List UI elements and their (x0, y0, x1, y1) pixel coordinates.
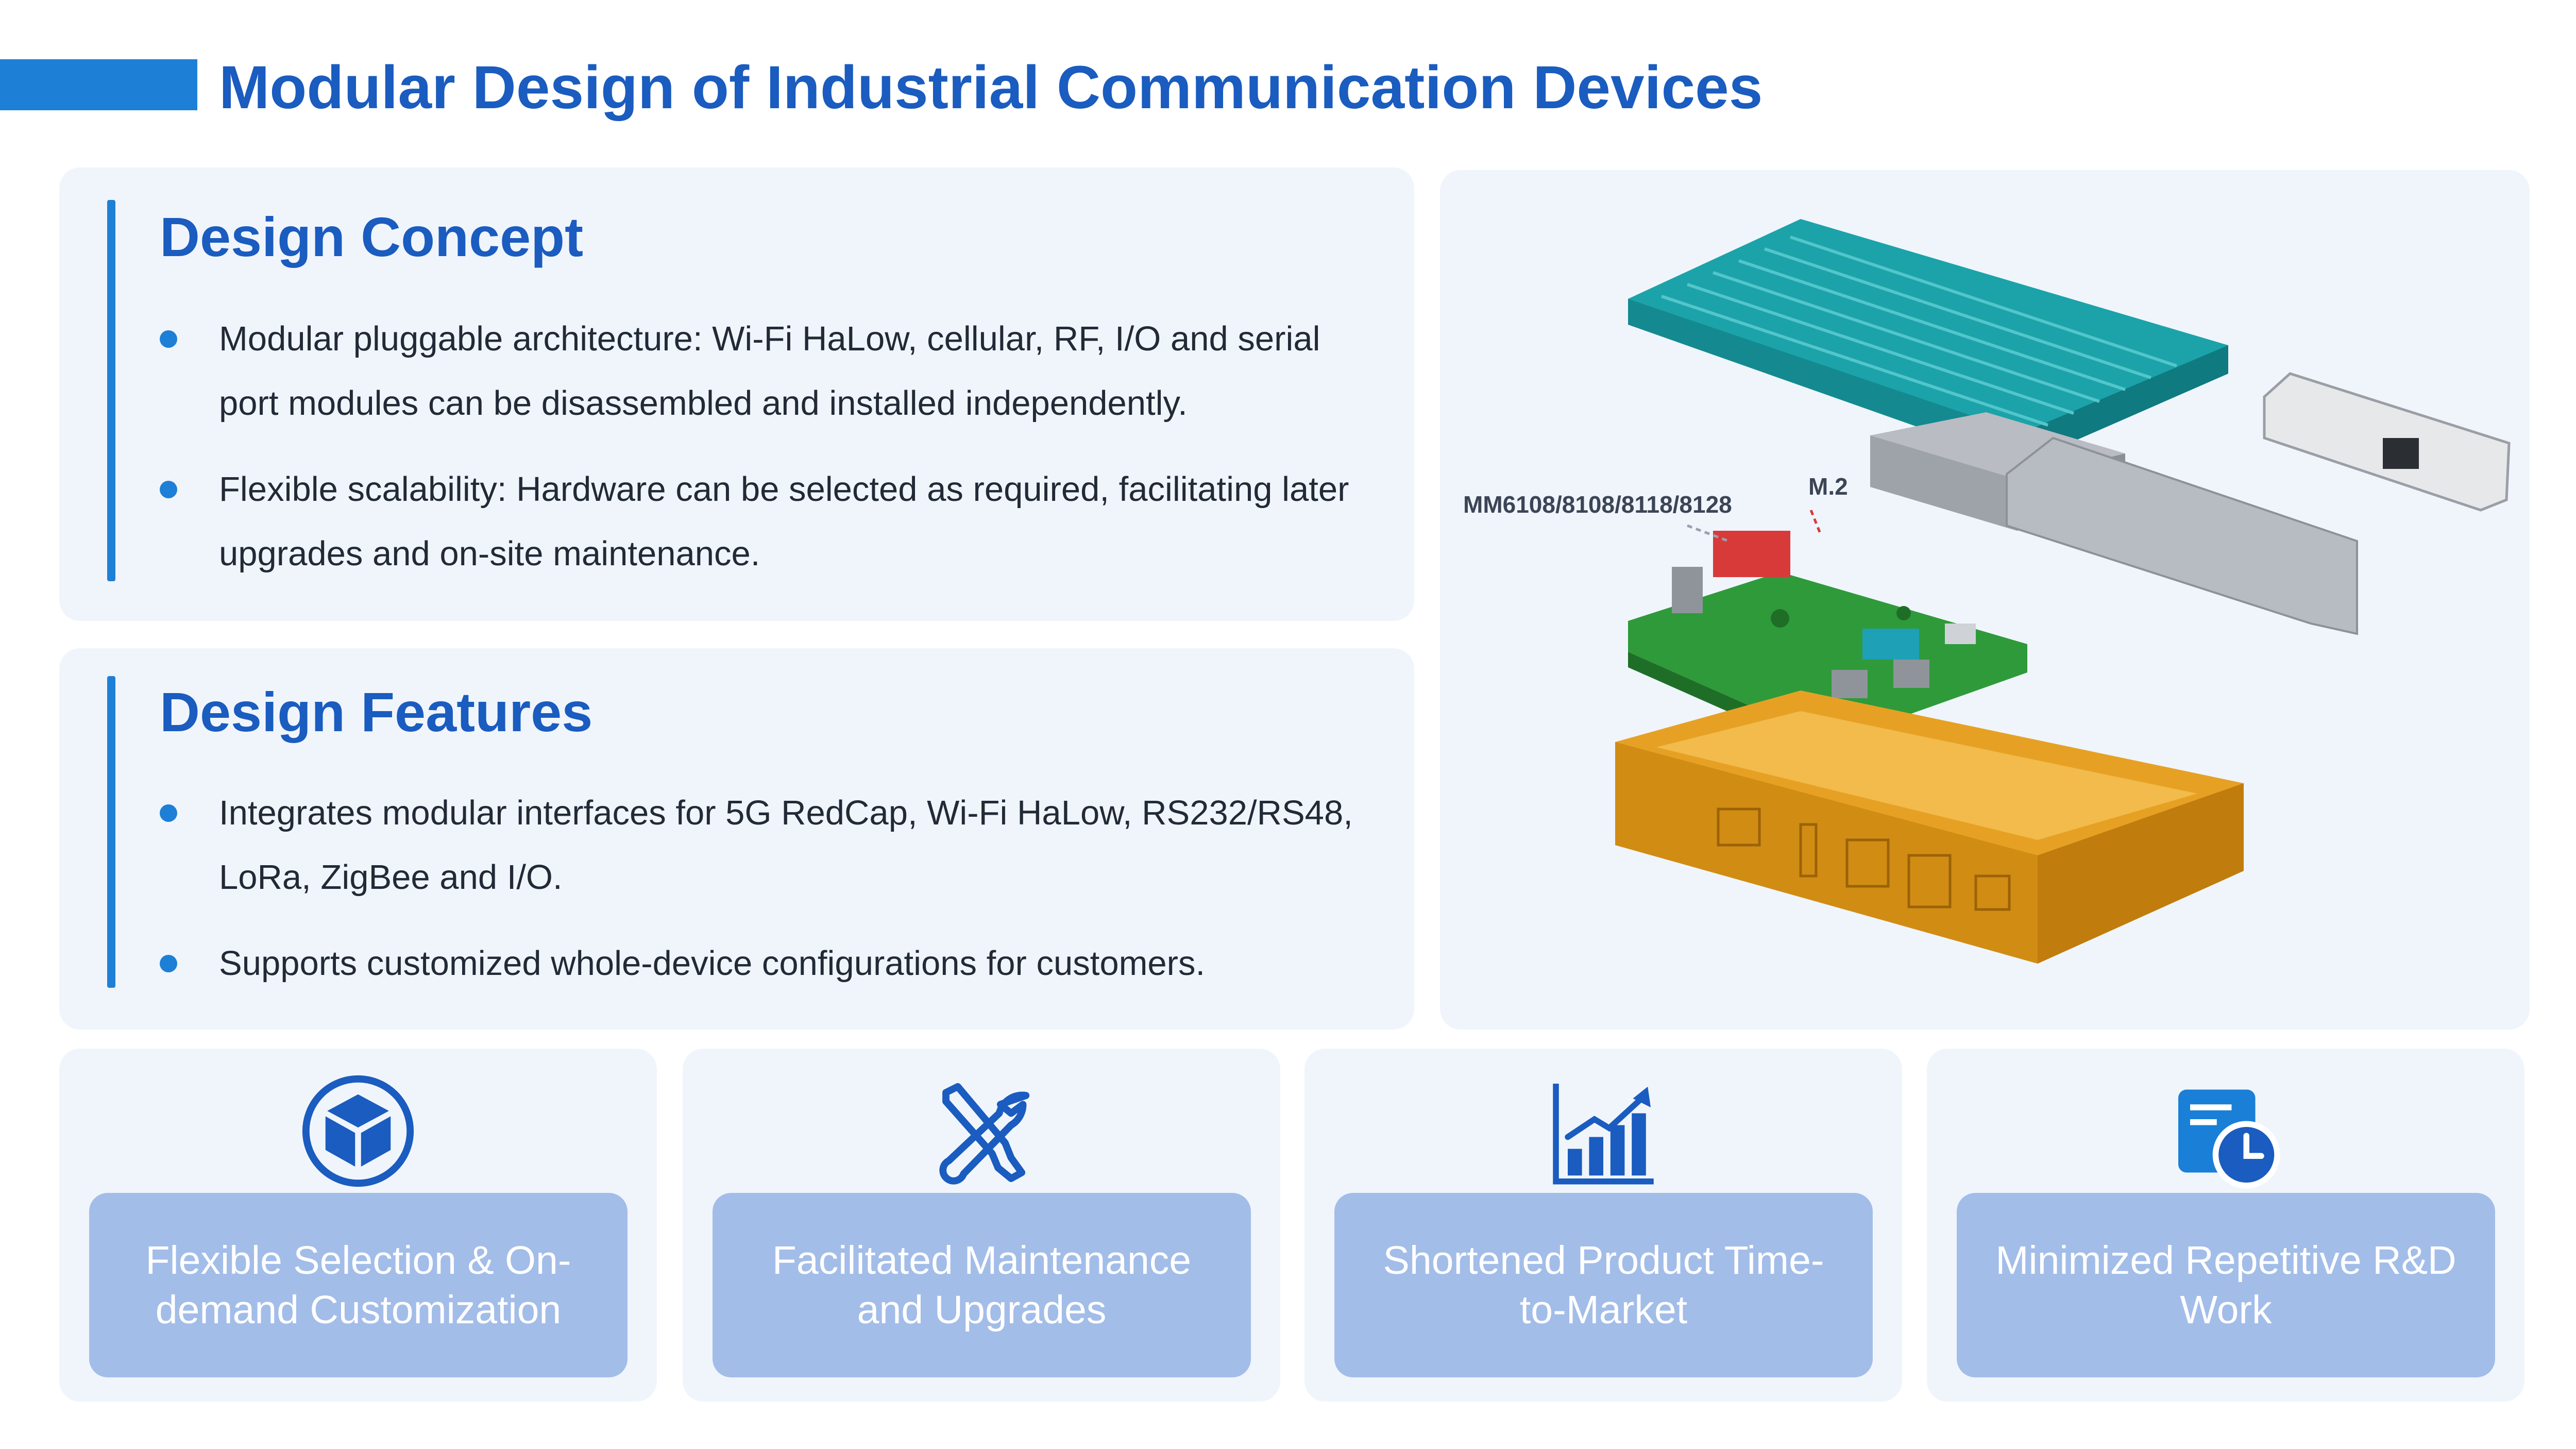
benefit-label: Facilitated Maintenance and Upgrades (713, 1193, 1251, 1377)
bullet-dot (160, 804, 177, 822)
bullet-dot (160, 481, 177, 498)
list-item-text: Integrates modular interfaces for 5G Red… (219, 794, 1353, 897)
wifi-halow-module-icon (1713, 531, 1790, 577)
module-model-label: MM6108/8108/8118/8128 (1463, 491, 1732, 518)
design-concept-accent-bar (107, 200, 115, 581)
benefit-label: Shortened Product Time-to-Market (1334, 1193, 1873, 1377)
list-item: Flexible scalability: Hardware can be se… (160, 457, 1376, 586)
design-concept-panel (59, 167, 1414, 621)
benefit-card-flexible-selection: Flexible Selection & On-demand Customiza… (59, 1049, 657, 1402)
module-leader-line (1687, 524, 1729, 543)
design-concept-heading: Design Concept (160, 206, 584, 268)
list-item: Supports customized whole-device configu… (160, 931, 1386, 996)
cube-icon (302, 1075, 414, 1187)
benefit-card-maintenance: Facilitated Maintenance and Upgrades (683, 1049, 1280, 1402)
enclosure-base-icon (1615, 690, 2244, 964)
list-item-text: Supports customized whole-device configu… (219, 944, 1206, 983)
bullet-dot (160, 955, 177, 972)
design-features-panel (59, 648, 1414, 1030)
m2-slot-label: M.2 (1808, 473, 1848, 500)
design-features-accent-bar (107, 676, 115, 988)
design-features-heading: Design Features (160, 681, 593, 743)
heatsink-icon (1628, 219, 2228, 464)
exploded-device-illustration: MM6108/8108/8118/8128 M.2 (1463, 219, 2511, 964)
mounting-plate-icon (2006, 436, 2358, 635)
list-item: Modular pluggable architecture: Wi-Fi Ha… (160, 307, 1376, 435)
calendar-clock-icon (2178, 1089, 2280, 1189)
list-item-text: Flexible scalability: Hardware can be se… (219, 470, 1349, 573)
benefit-label: Minimized Repetitive R&D Work (1957, 1193, 2495, 1377)
list-item-text: Modular pluggable architecture: Wi-Fi Ha… (219, 319, 1320, 423)
interface-bracket-icon (2263, 372, 2511, 512)
benefit-card-rd-work: Minimized Repetitive R&D Work (1927, 1049, 2524, 1402)
title-accent-bar (0, 59, 197, 110)
design-features-list: Integrates modular interfaces for 5G Red… (160, 781, 1386, 996)
benefit-card-time-to-market: Shortened Product Time-to-Market (1304, 1049, 1902, 1402)
page-title: Modular Design of Industrial Communicati… (219, 54, 1763, 122)
benefit-label: Flexible Selection & On-demand Customiza… (89, 1193, 628, 1377)
design-concept-list: Modular pluggable architecture: Wi-Fi Ha… (160, 307, 1376, 586)
wrench-screwdriver-icon (939, 1083, 1030, 1185)
m2-leader-line (1809, 510, 1823, 536)
list-item: Integrates modular interfaces for 5G Red… (160, 781, 1386, 909)
bullet-dot (160, 330, 177, 348)
growth-chart-icon (1553, 1084, 1654, 1185)
